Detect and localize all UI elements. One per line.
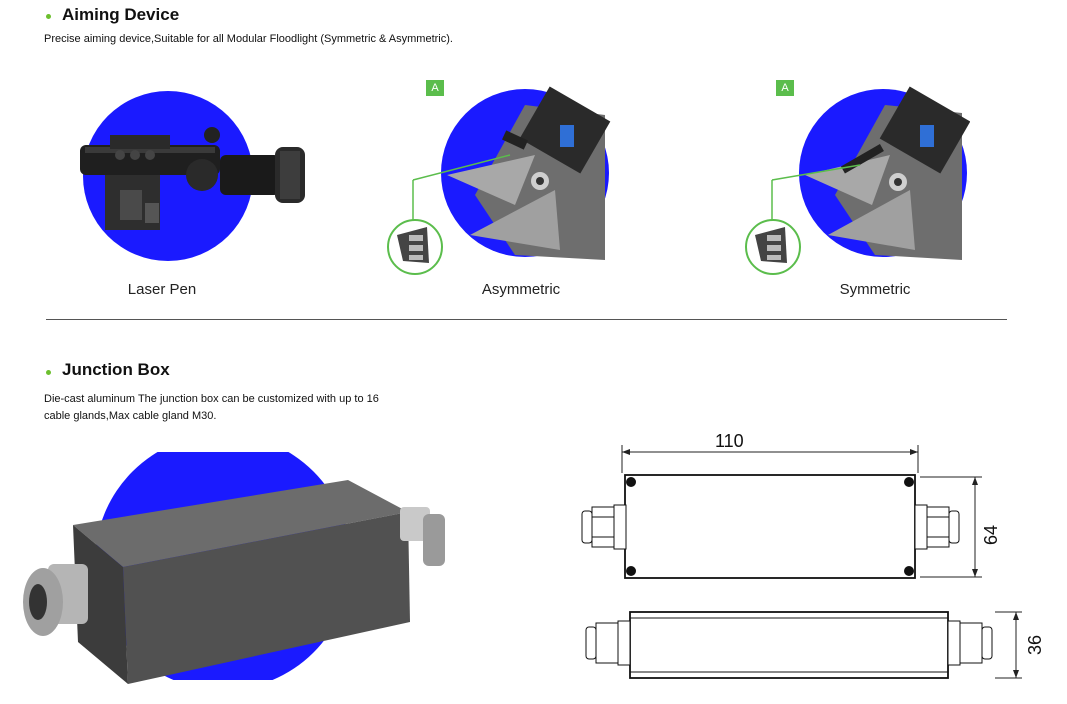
caption-symmetric: Symmetric bbox=[839, 281, 911, 298]
dimension-height-label: 36 bbox=[1025, 635, 1045, 655]
laser-pen-image bbox=[80, 91, 305, 261]
section-bullet bbox=[46, 370, 51, 375]
dimension-length-label: 110 bbox=[715, 431, 744, 451]
symmetric-image bbox=[745, 86, 970, 275]
section-description-junction-line2: cable glands,Max cable gland M30. bbox=[44, 410, 217, 422]
asymmetric-image bbox=[387, 86, 611, 275]
tag-asymmetric: A bbox=[426, 80, 444, 96]
section-bullet bbox=[46, 14, 51, 19]
caption-asymmetric: Asymmetric bbox=[481, 281, 561, 298]
dimension-width-label: 64 bbox=[981, 525, 1001, 545]
tag-symmetric: A bbox=[776, 80, 794, 96]
section-title-aiming: Aiming Device bbox=[62, 5, 180, 24]
section-description-aiming: Precise aiming device,Suitable for all M… bbox=[44, 33, 453, 45]
section-divider bbox=[46, 319, 1007, 320]
caption-laser-pen: Laser Pen bbox=[127, 281, 197, 298]
section-description-junction-line1: Die-cast aluminum The junction box can b… bbox=[44, 393, 379, 405]
section-title-junction: Junction Box bbox=[62, 360, 170, 379]
junction-box-drawing: 110 64 36 bbox=[581, 431, 1045, 679]
junction-box-image bbox=[18, 452, 458, 692]
